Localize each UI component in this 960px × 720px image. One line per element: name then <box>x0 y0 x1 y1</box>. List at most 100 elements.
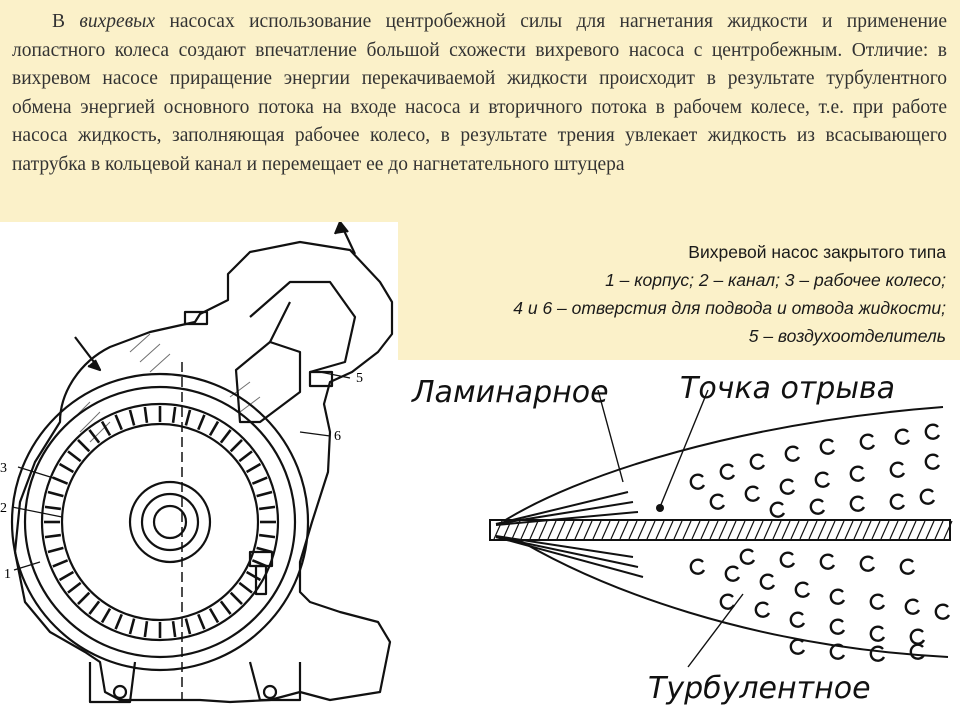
impeller-blade <box>77 439 91 453</box>
plate-hatch-line <box>700 520 710 540</box>
turbulent-eddy <box>819 553 836 570</box>
plate-hatch-line <box>529 520 539 540</box>
intro-body: насосах использование центробежной силы … <box>12 11 948 175</box>
impeller-blade <box>184 618 192 635</box>
plate-hatch-line <box>889 520 899 540</box>
plate-hatch-line <box>709 520 719 540</box>
impeller-blade <box>67 581 82 594</box>
separation-point-label: Точка отрыва <box>680 371 895 406</box>
plate-hatch-line <box>619 520 629 540</box>
plate-hatch-line <box>862 520 872 540</box>
impeller-blade <box>219 600 232 615</box>
turbulent-eddy <box>709 493 726 510</box>
impeller-blade <box>128 409 136 426</box>
plate-hatch-line <box>727 520 737 540</box>
impeller-blade <box>197 414 206 431</box>
turbulent-eddy <box>794 581 811 598</box>
turbulent-eddy <box>749 453 766 470</box>
turbulent-eddy <box>814 471 831 488</box>
plate-hatch-line <box>844 520 854 540</box>
plate-hatch-line <box>916 520 926 540</box>
plate-hatch-line <box>565 520 575 540</box>
impeller-blade <box>52 476 69 485</box>
impeller-blade <box>256 490 273 498</box>
turbulent-eddy <box>859 555 876 572</box>
turbulent-eddy <box>849 465 866 482</box>
flow-envelope-top <box>495 406 944 527</box>
impeller-blade <box>114 414 123 431</box>
plate-hatch-line <box>673 520 683 540</box>
turbulent-eddy <box>719 593 736 610</box>
turbulent-eddy <box>889 461 906 478</box>
turbulent-eddy <box>689 473 706 490</box>
plate-hatch-line <box>835 520 845 540</box>
impeller-blade <box>143 620 149 638</box>
turbulent-eddy <box>924 423 941 440</box>
turbulent-eddy <box>779 478 796 495</box>
turbulent-eddy <box>829 588 846 605</box>
turbulent-eddy <box>894 428 911 445</box>
turbulent-eddy <box>754 601 771 618</box>
impeller-blade <box>208 420 220 437</box>
turbulent-eddy <box>739 548 756 565</box>
caption-legend-line-2: 4 и 6 – отверстия для подвода и отвода ж… <box>513 298 946 318</box>
impeller-blade <box>58 570 75 582</box>
plate-hatch-line <box>934 520 944 540</box>
impeller-blade <box>143 406 149 424</box>
plate-hatch-line <box>826 520 836 540</box>
impeller-blade <box>229 591 243 605</box>
plate-hatch-line <box>772 520 782 540</box>
impeller-blade <box>251 476 268 485</box>
caption-box: Вихревой насос закрытого типа 1 – корпус… <box>398 222 960 360</box>
plate-hatch-line <box>880 520 890 540</box>
plate-hatch-line <box>799 520 809 540</box>
plate-hatch-line <box>790 520 800 540</box>
plate-hatch-line <box>853 520 863 540</box>
impeller-blade <box>52 559 69 568</box>
impeller-blade <box>128 618 136 635</box>
plate-hatch-line <box>646 520 656 540</box>
impeller-blade <box>44 533 62 539</box>
plate-hatch-line <box>511 520 521 540</box>
impeller-blade <box>67 450 82 463</box>
impeller-blade <box>245 462 262 474</box>
plate-hatch-line <box>907 520 917 540</box>
turbulent-eddy <box>869 625 886 642</box>
turbulent-eddy <box>849 495 866 512</box>
plate-hatch-line <box>538 520 548 540</box>
impeller-blade <box>258 533 276 539</box>
impeller-blade <box>88 429 101 444</box>
plate-hatch-line <box>655 520 665 540</box>
plate-hatch-line <box>763 520 773 540</box>
turbulent-eddy <box>899 558 916 575</box>
plate-hatch-line <box>808 520 818 540</box>
plate-hatch-line <box>754 520 764 540</box>
turbulent-eddy <box>909 628 926 645</box>
impeller-blade <box>251 559 268 568</box>
impeller-blade <box>114 613 123 630</box>
turbulent-eddy <box>819 438 836 455</box>
plate-hatch-line <box>574 520 584 540</box>
caption-title: Вихревой насос закрытого типа <box>688 242 946 262</box>
plate-hatch-line <box>781 520 791 540</box>
plate-hatch-line <box>637 520 647 540</box>
turbulent-eddy <box>689 558 706 575</box>
impeller-blade <box>238 450 253 463</box>
plate-hatch-line <box>610 520 620 540</box>
plate-hatch-line <box>691 520 701 540</box>
turbulent-eddy <box>904 598 921 615</box>
impeller-blade <box>77 591 91 605</box>
turbulent-eddy <box>829 643 846 660</box>
turbulent-eddy <box>719 463 736 480</box>
impeller-blade <box>256 546 273 554</box>
turbulent-eddy <box>924 453 941 470</box>
impeller-blade <box>219 429 232 444</box>
impeller-blade <box>197 613 206 630</box>
turbulent-eddy <box>869 645 886 662</box>
turbulent-eddy <box>809 498 826 515</box>
caption-legend-line-1: 1 – корпус; 2 – канал; 3 – рабочее колес… <box>605 270 946 290</box>
plate-hatch-line <box>871 520 881 540</box>
turbulent-eddy <box>919 488 936 505</box>
impeller-blade <box>229 439 243 453</box>
turbulent-eddy <box>889 493 906 510</box>
